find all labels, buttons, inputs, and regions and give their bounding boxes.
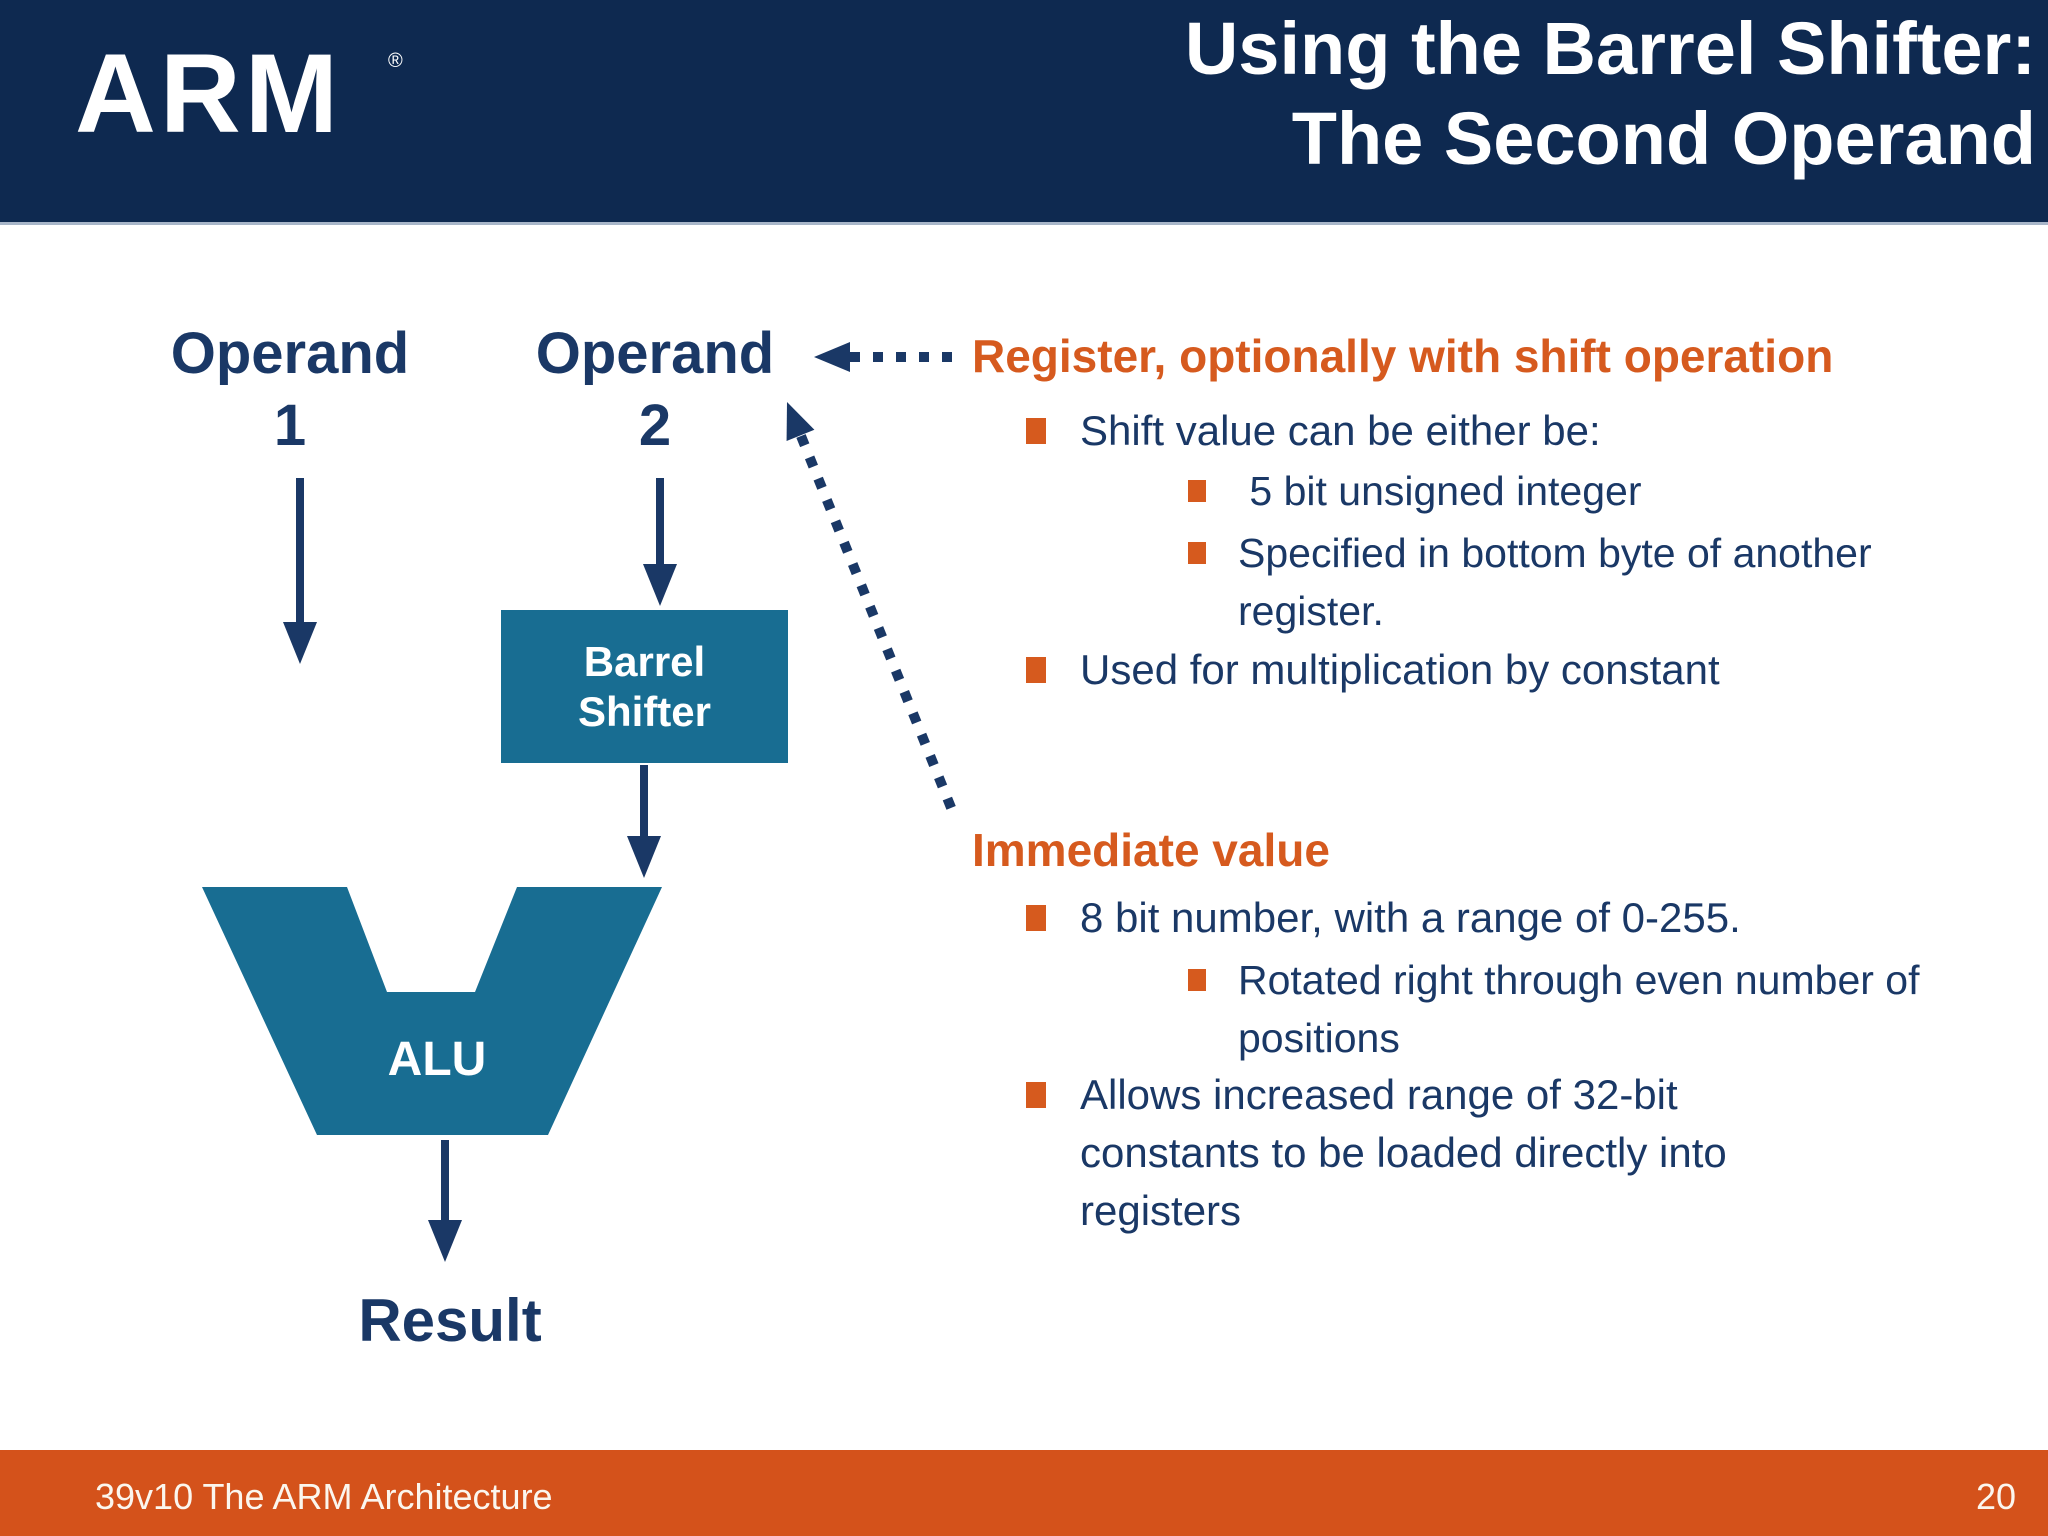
result-label: Result: [358, 1287, 542, 1354]
result-arrow: [428, 1140, 462, 1262]
bullet-multiplication: Used for multiplication by constant: [1026, 641, 1976, 699]
slide-title-line2: The Second Operand: [1291, 97, 2036, 180]
bullet-bottom-byte: Specified in bottom byte of another regi…: [1188, 524, 2028, 640]
bullet-5bit-integer: 5 bit unsigned integer: [1188, 462, 2028, 520]
footer-bar: 39v10 The ARM Architecture 20: [0, 1450, 2048, 1536]
operand2-label: Operand 2: [535, 321, 775, 458]
bullet-square-icon: [1026, 418, 1046, 444]
operand2-arrow: [643, 478, 677, 606]
bullet-square-icon: [1188, 969, 1206, 991]
bullet-text: 8 bit number, with a range of 0-255.: [1080, 894, 1741, 941]
bullet-square-icon: [1026, 657, 1046, 683]
bullet-text: Specified in bottom byte of another regi…: [1238, 530, 1872, 634]
bullet-text: Shift value can be either be:: [1080, 407, 1601, 454]
immediate-annotation-dotted-arrow: [786, 402, 957, 812]
arm-logo: ARM: [75, 31, 343, 156]
operand1-arrow: [283, 478, 317, 664]
bullet-shift-value: Shift value can be either be:: [1026, 402, 1976, 460]
register-section-heading: Register, optionally with shift operatio…: [972, 330, 1834, 382]
bullet-square-icon: [1188, 480, 1206, 502]
footer-course-label: 39v10 The ARM Architecture: [95, 1476, 553, 1517]
registered-trademark-icon: ®: [388, 50, 403, 72]
slide-title-line1: Using the Barrel Shifter:: [1184, 7, 2036, 90]
bullet-8bit-number: 8 bit number, with a range of 0-255.: [1026, 889, 1976, 947]
bullet-square-icon: [1026, 1082, 1046, 1108]
bullet-text: Allows increased range of 32-bit constan…: [1080, 1071, 1727, 1234]
operand1-label: Operand 1: [170, 321, 410, 458]
immediate-section-heading: Immediate value: [972, 824, 1330, 876]
bullet-rotated-right: Rotated right through even number of pos…: [1188, 951, 2028, 1067]
bullet-text: 5 bit unsigned integer: [1238, 468, 1642, 514]
bullet-increased-range: Allows increased range of 32-bit constan…: [1026, 1066, 1976, 1240]
bullet-square-icon: [1026, 905, 1046, 931]
barrel-shifter-label: Barrel Shifter: [577, 637, 711, 735]
bullet-text: Used for multiplication by constant: [1080, 646, 1720, 693]
alu-shape: [202, 887, 662, 1135]
barrel-shifter-box: [501, 610, 788, 763]
alu-label: ALU: [387, 1033, 487, 1086]
slide-title: Using the Barrel Shifter:The Second Oper…: [636, 4, 2036, 184]
bullet-square-icon: [1188, 542, 1206, 564]
bullet-text: Rotated right through even number of pos…: [1238, 957, 1920, 1061]
header-bar: ARM ® Using the Barrel Shifter:The Secon…: [0, 0, 2048, 225]
register-annotation-dotted-arrow: [814, 342, 952, 372]
footer-page-number: 20: [1975, 1476, 2016, 1517]
shifter-to-alu-arrow: [627, 765, 661, 878]
